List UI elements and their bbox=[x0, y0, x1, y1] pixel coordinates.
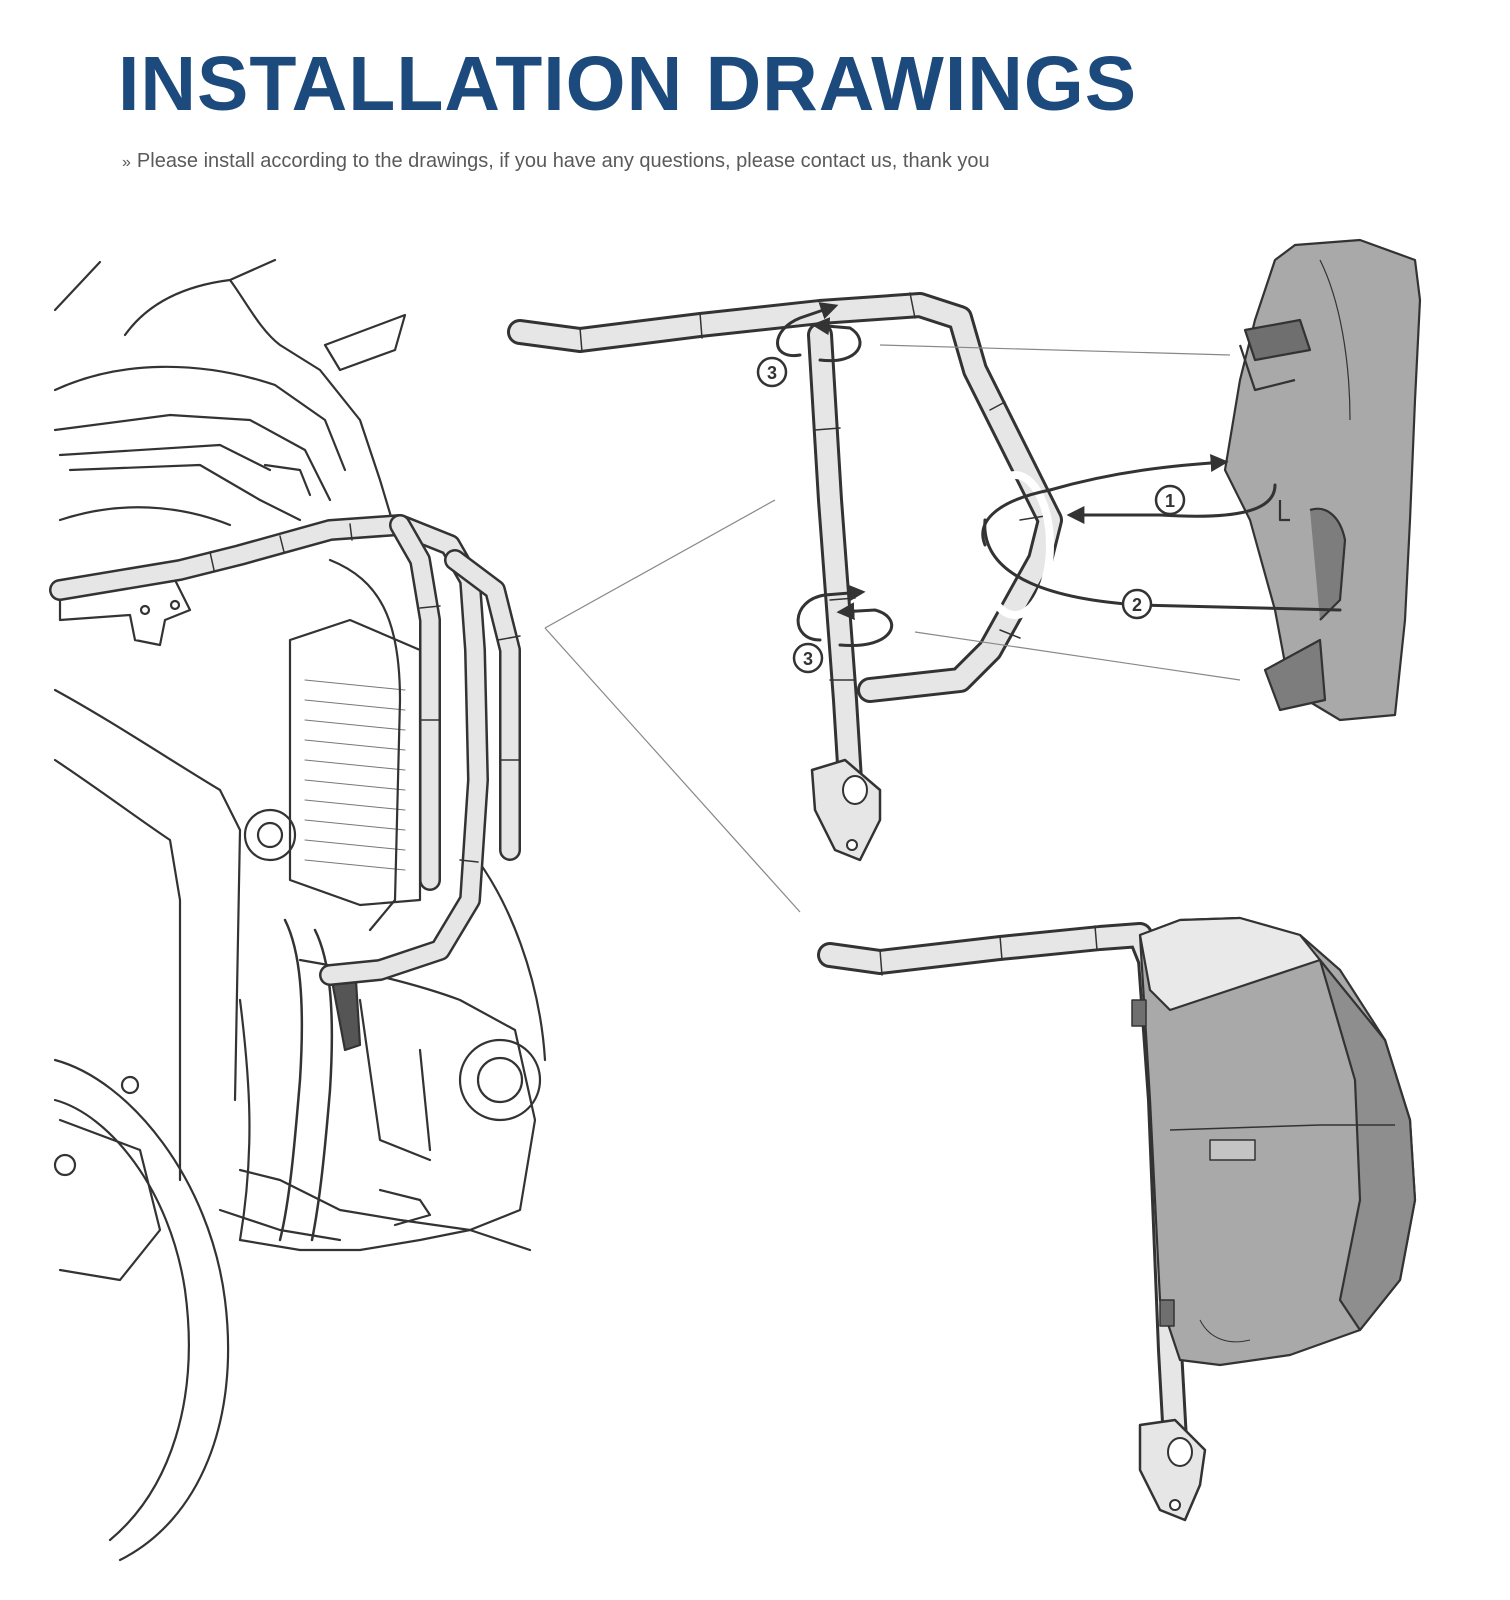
crash-bar-mounted bbox=[49, 514, 521, 986]
page-title: INSTALLATION DRAWINGS bbox=[118, 41, 1138, 127]
step-label-3-top: 3 bbox=[767, 363, 777, 383]
step-label-3-bottom: 3 bbox=[803, 649, 813, 669]
step-label-1: 1 bbox=[1165, 491, 1175, 511]
pointer-lines bbox=[879, 344, 1241, 681]
motorcycle-illustration bbox=[53, 258, 547, 1562]
step-marker-3-bottom: 3 bbox=[792, 642, 824, 674]
step-marker-1: 1 bbox=[1154, 484, 1186, 516]
tool-bag-installed bbox=[1131, 916, 1417, 1367]
step-marker-3-top: 3 bbox=[756, 356, 788, 388]
step-label-2: 2 bbox=[1132, 595, 1142, 615]
strap-loops bbox=[776, 302, 1342, 647]
chevron-right-icon: » bbox=[122, 154, 131, 171]
instruction-subtitle: » Please install according to the drawing… bbox=[122, 150, 990, 173]
tool-bag-open bbox=[1223, 238, 1422, 722]
callout-lines bbox=[544, 499, 801, 913]
crash-bar-exploded bbox=[507, 292, 1063, 862]
step-marker-2: 2 bbox=[1121, 588, 1153, 620]
instruction-text: Please install according to the drawings… bbox=[136, 150, 990, 172]
